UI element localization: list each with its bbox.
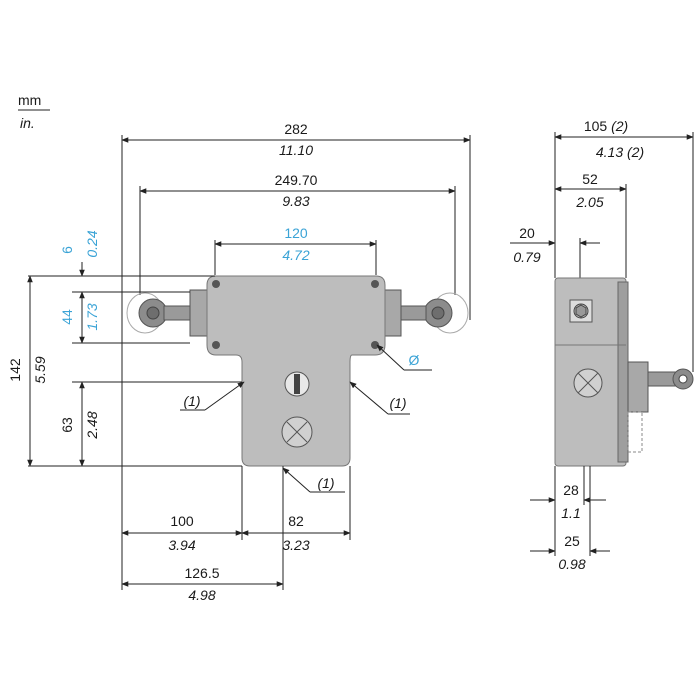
dim-center-28-mm: 28: [563, 482, 579, 498]
dim-top-offset-in: 0.79: [513, 249, 540, 265]
dim-top-offset-mm: 6: [59, 246, 75, 254]
unit-in: in.: [20, 115, 35, 131]
dim-center-25-in: 0.98: [558, 556, 585, 572]
unit-mm: mm: [18, 92, 41, 108]
dim-total-height-in: 5.59: [32, 356, 48, 383]
dim-cable-span-mm: 249.70: [275, 172, 318, 188]
dim-left-offset-in: 3.94: [168, 537, 195, 553]
screw-icon: [212, 280, 379, 349]
diameter-symbol: Ø: [409, 352, 420, 368]
dim-center-25-mm: 25: [564, 533, 580, 549]
note-bottom: (1): [317, 475, 334, 491]
dim-overall-width-in: 11.10: [279, 142, 313, 158]
note-right: (1): [389, 395, 406, 411]
side-roller: [627, 361, 694, 453]
cross-circle-icon: [281, 416, 313, 448]
dim-lower-height-mm: 63: [59, 417, 75, 433]
dim-center-offset-mm: 126.5: [184, 565, 219, 581]
dim-left-offset-mm: 100: [170, 513, 194, 529]
dim-body-depth-in: 2.05: [575, 194, 603, 210]
dim-total-height-mm: 142: [7, 358, 23, 382]
dim-overall-width-mm: 282: [284, 121, 308, 137]
dim-lower-width-mm: 82: [288, 513, 304, 529]
dim-lower-height-in: 2.48: [84, 411, 100, 439]
units-legend: mm in.: [18, 92, 50, 131]
screw-icon: [569, 299, 593, 323]
dim-center-offset-in: 4.98: [188, 587, 215, 603]
dim-mount-height-mm: 44: [59, 309, 75, 325]
note-left: (1): [183, 393, 200, 409]
dim-overall-depth-in: 4.13 (2): [596, 144, 644, 160]
dim-cable-span-in: 9.83: [282, 193, 309, 209]
front-view: 282 11.10 249.70 9.83 120 4.72: [7, 121, 471, 603]
dim-top-offset-mm: 20: [519, 225, 535, 241]
slot-screw-icon: [284, 371, 310, 397]
dim-lower-width-in: 3.23: [282, 537, 309, 553]
right-roller: [382, 289, 469, 337]
cross-circle-icon: [573, 368, 603, 398]
switch-housing: [206, 275, 386, 467]
dim-top-offset-in: 0.24: [84, 230, 100, 257]
dim-mount-spacing-in: 4.72: [282, 247, 309, 263]
dim-body-depth-mm: 52: [582, 171, 598, 187]
dim-overall-depth-mm: 105 (2): [584, 118, 628, 134]
left-roller: [126, 289, 209, 337]
dim-center-28-in: 1.1: [561, 505, 580, 521]
dim-mount-height-in: 1.73: [84, 303, 100, 330]
side-view: 105 (2) 4.13 (2) 52 2.05 20 0.79: [510, 118, 694, 572]
dim-mount-spacing-mm: 120: [284, 225, 308, 241]
